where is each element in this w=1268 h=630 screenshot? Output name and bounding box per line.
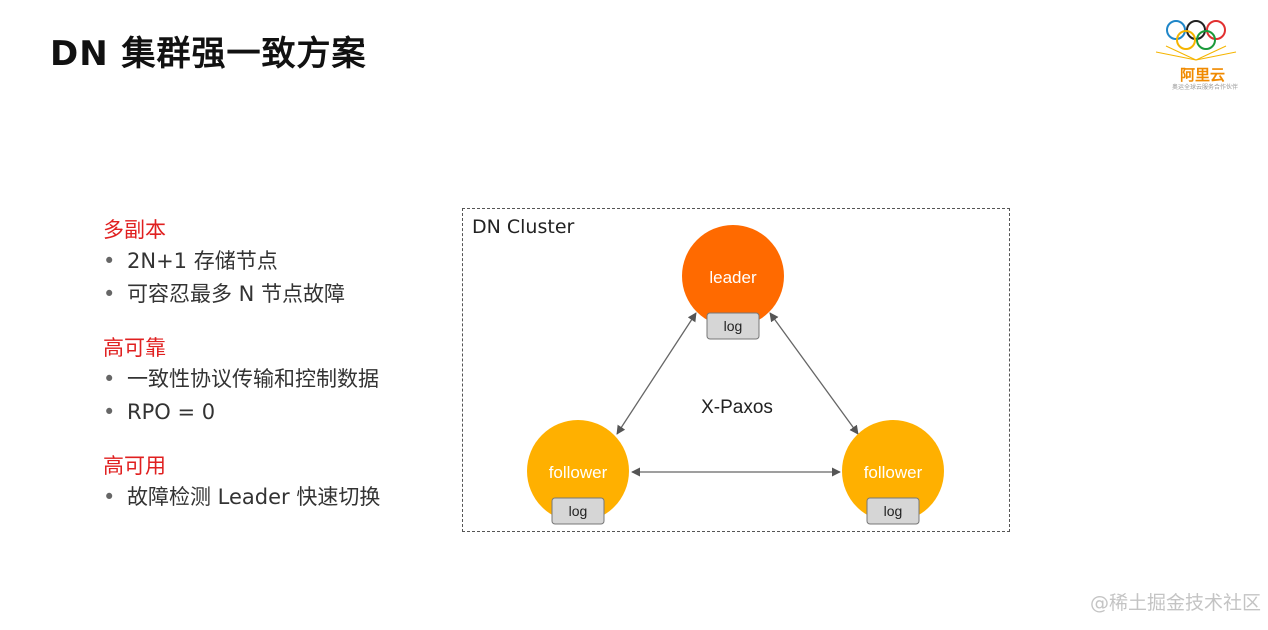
leader-label: leader [709,268,757,287]
olympic-rings-logo [1155,20,1237,61]
list-item: •2N+1 存储节点 [103,245,433,278]
list-item: •故障检测 Leader 快速切换 [103,481,433,514]
bullet-icon: • [103,485,116,509]
section-title: 高可用 [103,454,166,478]
bullet-icon: • [103,249,116,273]
section-title: 多副本 [103,218,166,242]
list-item: •可容忍最多 N 节点故障 [103,278,433,311]
section-title: 高可靠 [103,336,166,360]
leader-node: leader log [682,225,784,340]
follower-right-log-label: log [884,503,903,519]
section-replicas: 多副本 •2N+1 存储节点 •可容忍最多 N 节点故障 [103,215,433,311]
page-title: DN 集群强一致方案 [50,34,367,74]
section-availability: 高可用 •故障检测 Leader 快速切换 [103,451,433,514]
follower-left-log-label: log [569,503,588,519]
leader-log-label: log [724,318,743,334]
section-reliability: 高可靠 •一致性协议传输和控制数据 •RPO = 0 [103,333,433,429]
list-item: •RPO = 0 [103,396,433,429]
link-leader-follower-right [769,312,859,435]
logo-brand: 阿里云 [1180,66,1226,84]
cluster-label: DN Cluster [472,216,575,238]
follower-right-label: follower [864,463,923,482]
follower-right-node: follower log [842,420,944,525]
bullet-icon: • [103,282,116,306]
protocol-label: X-Paxos [701,397,773,418]
bullet-icon: • [103,400,116,424]
cluster-boundary [462,208,1010,532]
follower-left-node: follower log [527,420,629,525]
link-leader-follower-left [616,312,697,435]
logo-tagline: 奥运全球云服务合作伙伴 [1171,84,1238,91]
bullet-icon: • [103,367,116,391]
list-item: •一致性协议传输和控制数据 [103,363,433,396]
watermark: @稀土掘金技术社区 [1090,592,1262,614]
feature-sections: 多副本 •2N+1 存储节点 •可容忍最多 N 节点故障 高可靠 •一致性协议传… [103,215,433,536]
follower-left-label: follower [549,463,608,482]
